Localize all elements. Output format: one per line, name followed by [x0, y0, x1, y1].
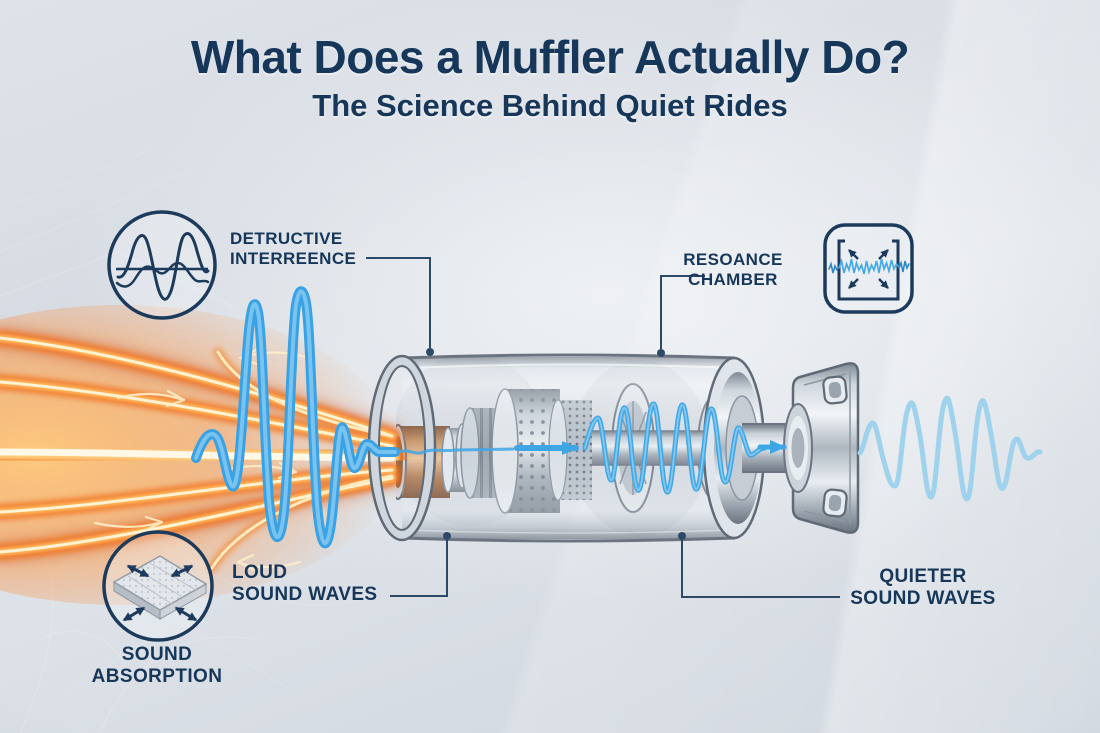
- label-line: DETRUCTIVE: [230, 229, 343, 248]
- label-line: INTERREENCE: [230, 249, 357, 269]
- connector-resonance-chamber: [660, 275, 705, 349]
- outlet-flange-assembly: [742, 362, 860, 534]
- label-sound-absorption: SOUND ABSORPTION: [72, 644, 242, 689]
- absorption-arrows: [122, 564, 198, 622]
- label-quieter-sound-waves: QUIETER SOUND WAVES: [843, 566, 1003, 611]
- muffler-shell: [401, 353, 766, 543]
- connector-lines: [366, 257, 840, 598]
- resonating-waveform: [828, 257, 910, 276]
- destructive-interference-icon: [104, 207, 220, 323]
- label-line: LOUD: [232, 562, 288, 583]
- page-subtitle: The Science Behind Quiet Rides: [312, 88, 788, 123]
- label-line: SOUND WAVES: [232, 584, 378, 606]
- flange-bolt-holes: [822, 375, 848, 518]
- label-resonance-chamber: RESOANCE CHAMBER: [658, 250, 808, 290]
- page-title: What Does a Muffler Actually Do?: [190, 31, 910, 83]
- label-line: SOUND: [121, 644, 193, 665]
- expansion-arrows: [848, 249, 889, 289]
- sound-absorption-icon: [98, 524, 218, 648]
- large-sine-wave: [116, 232, 210, 301]
- internal-wave-and-arrows: [396, 401, 787, 495]
- connector-loud-sound-waves: [390, 540, 448, 597]
- small-sine-wave: [115, 261, 210, 288]
- connector-quieter-sound-waves: [681, 540, 840, 598]
- chamber-walls: [837, 239, 900, 301]
- quiet-sound-wave: [857, 395, 1043, 502]
- exhaust-flames: [0, 305, 406, 605]
- resonance-chamber-icon: [821, 221, 916, 316]
- label-line: ABSORPTION: [91, 666, 223, 688]
- label-line: CHAMBER: [688, 270, 778, 290]
- label-loud-sound-waves: LOUD SOUND WAVES: [232, 562, 378, 607]
- label-line: SOUND WAVES: [850, 588, 996, 610]
- connector-destructive-interference: [366, 257, 431, 348]
- label-destructive-interference: DETRUCTIVE INTERREENCE: [230, 229, 356, 269]
- label-line: QUIETER: [879, 566, 967, 587]
- label-line: RESOANCE: [683, 250, 783, 269]
- loud-sound-wave: [191, 286, 400, 549]
